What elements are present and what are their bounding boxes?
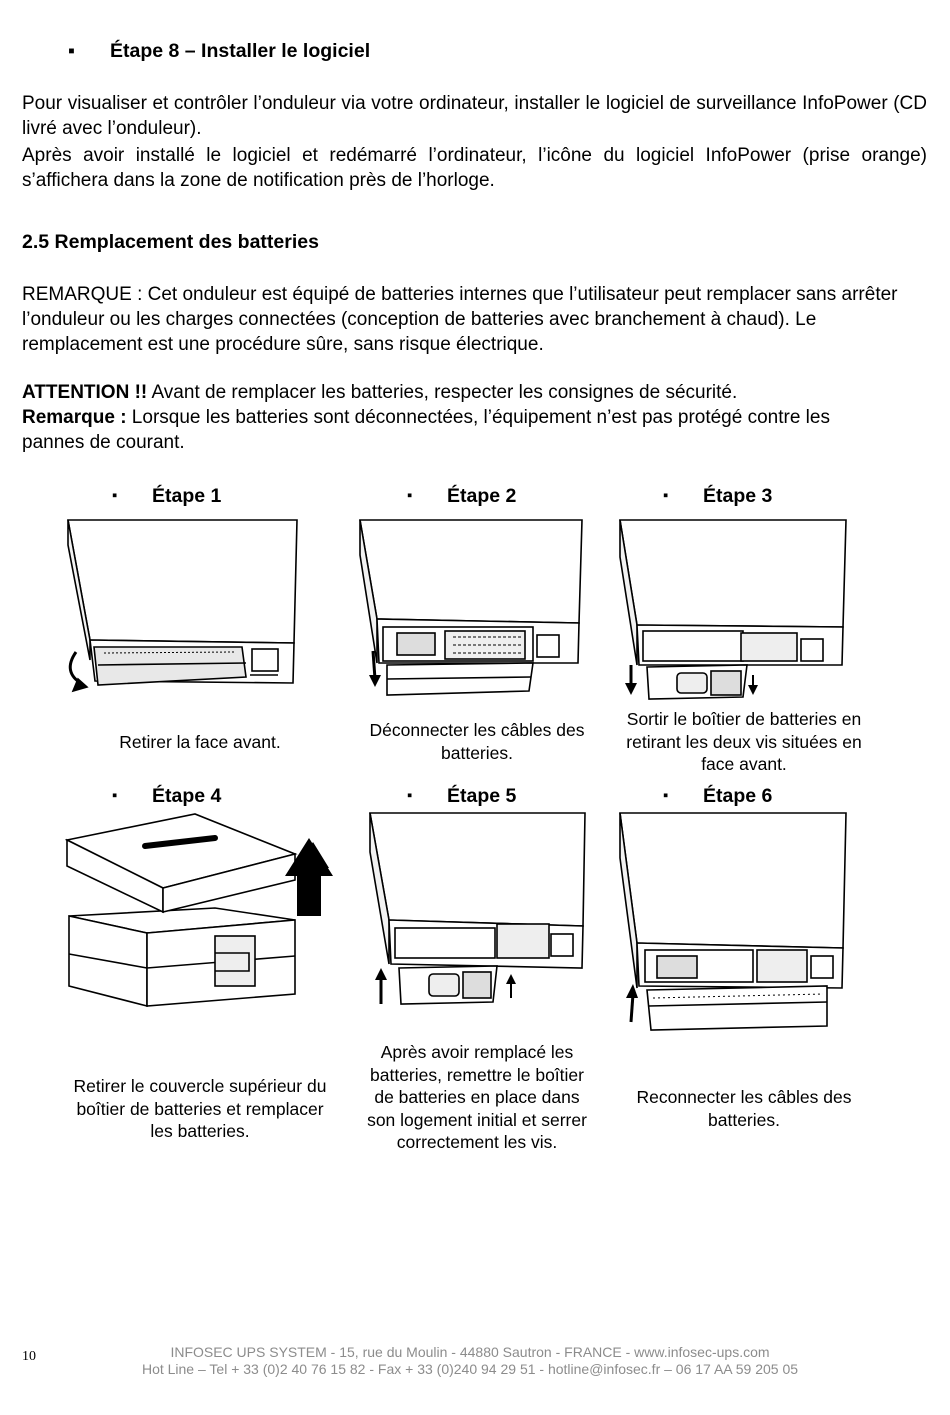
bullet-icon: ▪ bbox=[663, 787, 669, 804]
intro-paragraph-2: Après avoir installé le logiciel et redé… bbox=[22, 145, 927, 191]
step-4-caption: Retirer le couvercle supérieur du boîtie… bbox=[73, 1076, 327, 1141]
page-number: 10 bbox=[22, 1349, 36, 1364]
step-5-label: ▪ Étape 5 bbox=[407, 785, 516, 808]
attention-label: ATTENTION !! bbox=[22, 382, 148, 403]
step-5-caption: Après avoir remplacé les batteries, reme… bbox=[367, 1042, 587, 1152]
remarque-paragraph: REMARQUE : Cet onduleur est équipé de ba… bbox=[22, 284, 898, 355]
step-1-label: ▪ Étape 1 bbox=[112, 485, 221, 508]
step-2-title: Étape 2 bbox=[447, 485, 517, 507]
bullet-icon: ▪ bbox=[407, 487, 413, 504]
step-5-title: Étape 5 bbox=[447, 785, 517, 807]
intro-paragraph-1: Pour visualiser et contrôler l’onduleur … bbox=[22, 93, 927, 139]
step-2-caption: Déconnecter les câbles des batteries. bbox=[369, 720, 585, 763]
footer-hotline: Hot Line – Tel + 33 (0)2 40 76 15 82 - F… bbox=[141, 1361, 799, 1377]
step-3-label: ▪ Étape 3 bbox=[663, 485, 772, 508]
step-3-illustration bbox=[619, 519, 847, 700]
step-6-caption: Reconnecter les câbles des batteries. bbox=[636, 1087, 852, 1130]
step-6-label: ▪ Étape 6 bbox=[663, 785, 772, 808]
remark-text: Lorsque les batteries sont déconnectées,… bbox=[22, 407, 830, 453]
step-3-title: Étape 3 bbox=[703, 485, 773, 507]
footer-address: INFOSEC UPS SYSTEM - 15, rue du Moulin -… bbox=[170, 1344, 770, 1360]
remark-paragraph: Remarque : Lorsque les batteries sont dé… bbox=[22, 405, 862, 455]
step-5-illustration bbox=[369, 812, 586, 1005]
bullet-icon: ▪ bbox=[407, 787, 413, 804]
section-title: 2.5 Remplacement des batteries bbox=[22, 231, 319, 253]
step8-heading: ▪ Étape 8 – Installer le logiciel bbox=[68, 40, 370, 63]
bullet-icon: ▪ bbox=[112, 787, 118, 804]
step-2-label: ▪ Étape 2 bbox=[407, 485, 516, 508]
bullet-icon: ▪ bbox=[663, 487, 669, 504]
step-6-title: Étape 6 bbox=[703, 785, 773, 807]
step8-title: Étape 8 – Installer le logiciel bbox=[110, 40, 371, 62]
remark-label: Remarque : bbox=[22, 407, 127, 428]
step-1-illustration bbox=[67, 519, 298, 693]
step-4-label: ▪ Étape 4 bbox=[112, 785, 221, 808]
step-1-caption: Retirer la face avant. bbox=[119, 732, 281, 752]
attention-text: Avant de remplacer les batteries, respec… bbox=[147, 382, 738, 403]
step-6-illustration bbox=[619, 812, 847, 1031]
step-1-title: Étape 1 bbox=[152, 485, 222, 507]
attention-paragraph: ATTENTION !! Avant de remplacer les batt… bbox=[22, 380, 927, 405]
step-3-caption: Sortir le boîtier de batteries en retira… bbox=[626, 709, 862, 774]
bullet-icon: ▪ bbox=[112, 487, 118, 504]
bullet-icon: ▪ bbox=[68, 40, 75, 62]
step-2-illustration bbox=[359, 519, 583, 696]
step-4-illustration bbox=[65, 808, 333, 1008]
step-4-title: Étape 4 bbox=[152, 785, 222, 807]
